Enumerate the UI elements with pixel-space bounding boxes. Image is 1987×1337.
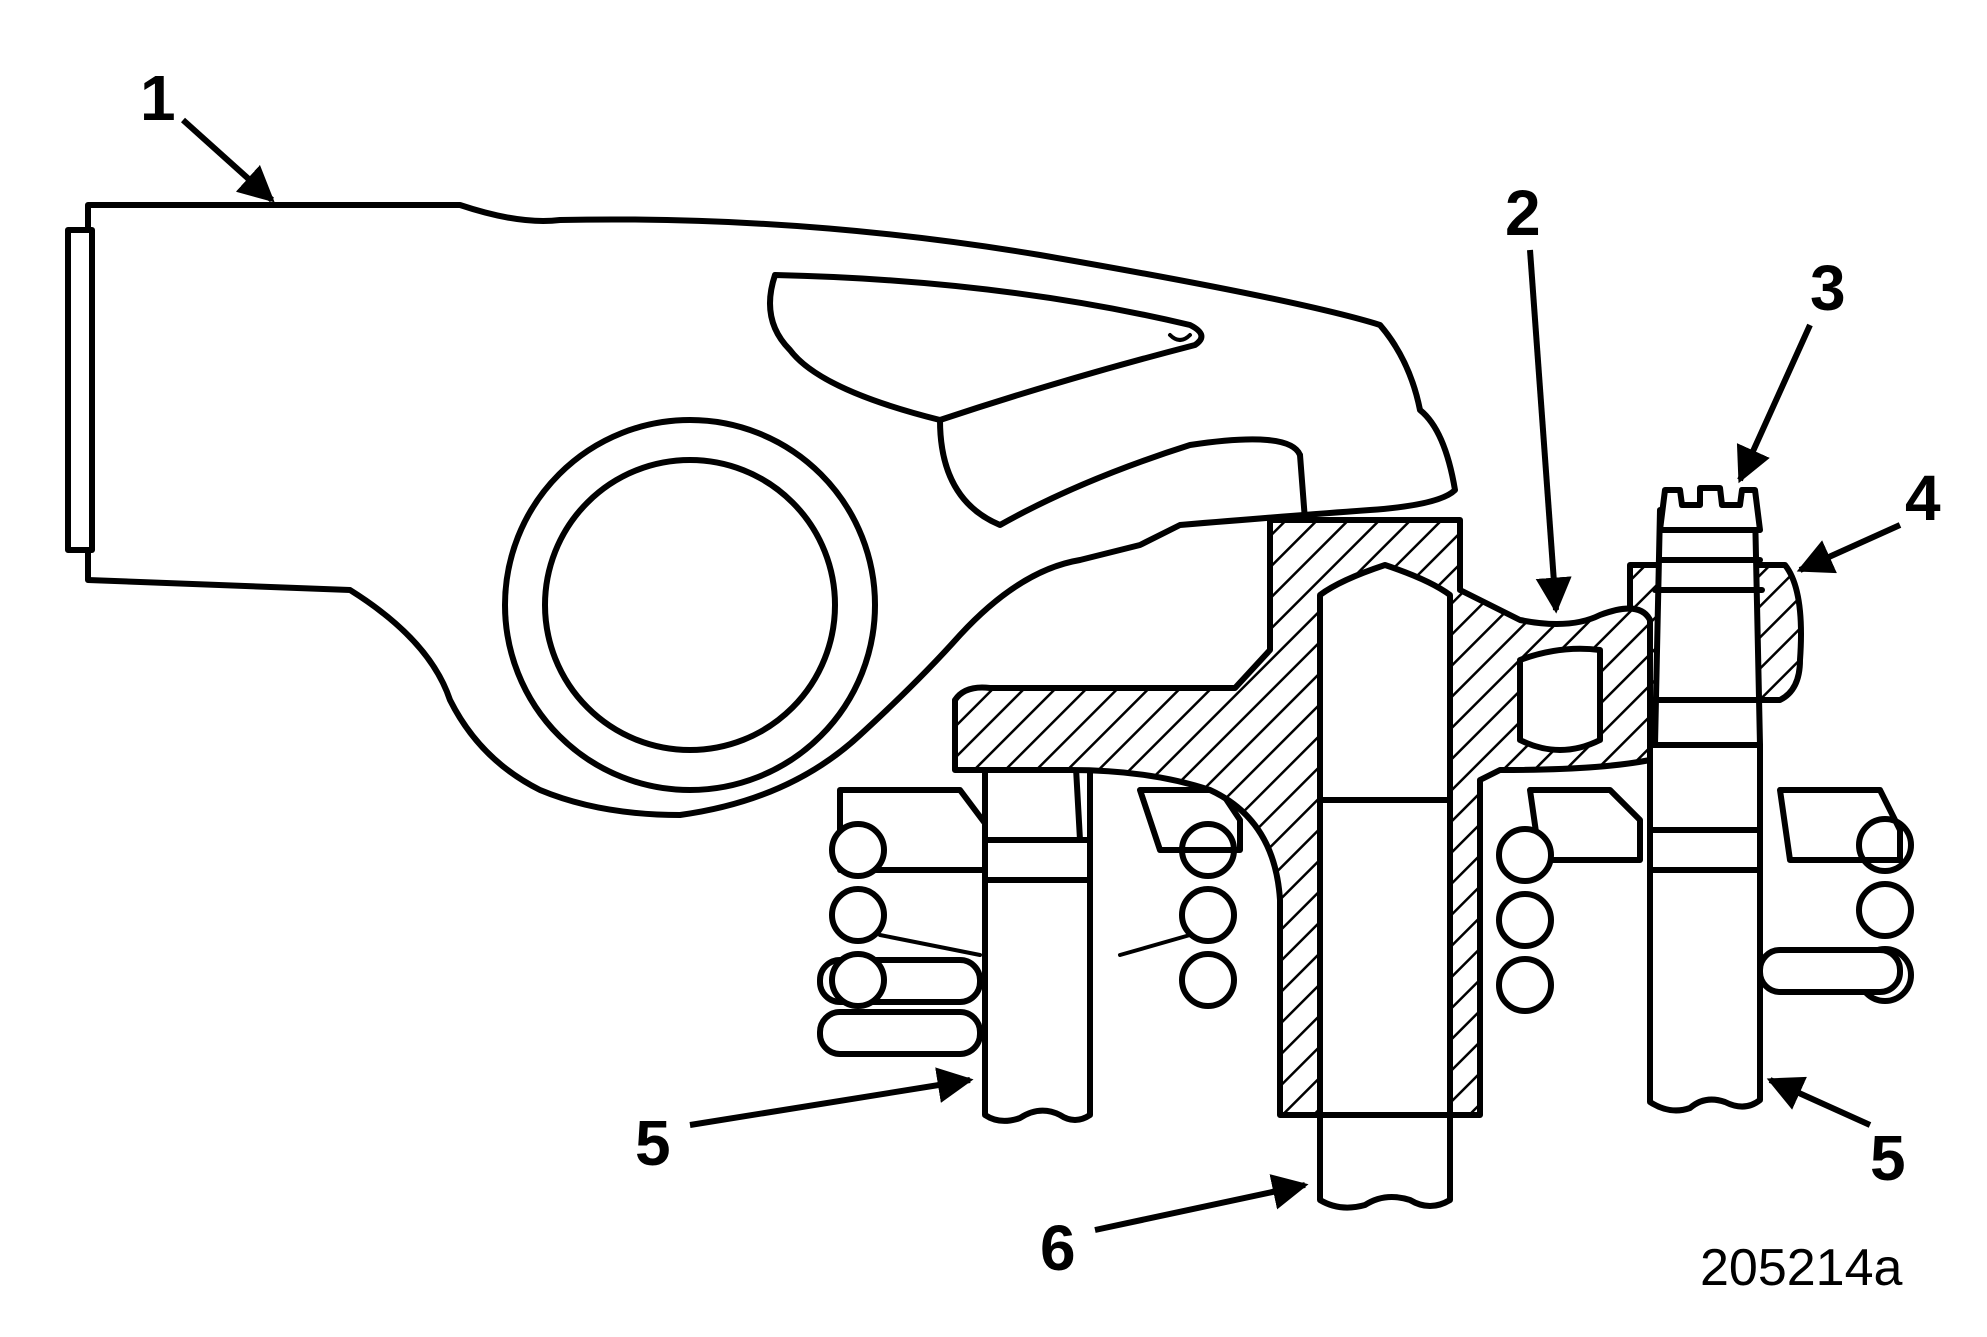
callout-1: 1 [140,62,176,134]
callout-2: 2 [1505,177,1541,249]
leader-5-left [689,1067,974,1128]
callout-3: 3 [1810,252,1846,324]
callout-5-right: 5 [1870,1122,1906,1194]
left-valve-stem [982,742,1093,1124]
leader-1 [180,117,275,203]
right-valve-spring [1496,787,1914,1014]
left-valve-spring [817,787,1243,1057]
right-valve-stem [1627,485,1804,1114]
leader-4 [1796,522,1902,574]
leader-3 [1736,323,1813,484]
callout-5-left: 5 [635,1107,671,1179]
leader-2 [1527,249,1572,614]
callout-4: 4 [1905,462,1941,534]
leader-5-right [1766,1076,1872,1128]
valve-bridge-crosshead [952,517,1653,1118]
leader-6 [1094,1174,1309,1233]
callout-6: 6 [1040,1212,1076,1284]
figure-id: 205214a [1700,1239,1903,1297]
leader-lines [180,117,1902,1233]
rocker-arm [65,202,1458,818]
